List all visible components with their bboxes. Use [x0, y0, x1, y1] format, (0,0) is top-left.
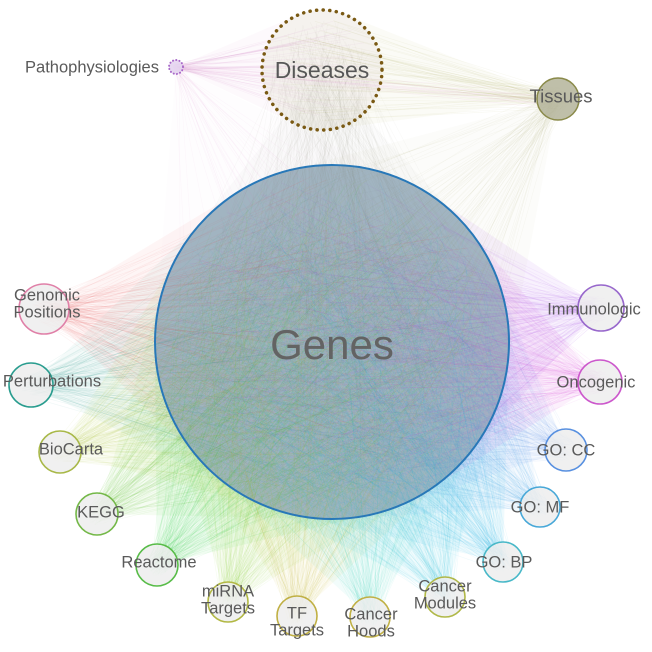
edge-bundle-cancer-modules-genes — [166, 177, 498, 608]
node-go-mf[interactable] — [519, 486, 561, 528]
node-oncogenic[interactable] — [577, 359, 623, 405]
edge-bundle-immunologic-genes — [174, 182, 614, 509]
node-cancer-modules[interactable] — [424, 576, 466, 618]
node-layer — [8, 8, 625, 638]
edge-bundle-oncogenic-genes — [169, 192, 612, 500]
node-fill-layer — [155, 10, 509, 519]
edge-wash-layer — [31, 10, 601, 617]
edge-line-layer — [20, 20, 614, 628]
node-reactome[interactable] — [135, 543, 179, 587]
node-perturbations[interactable] — [8, 362, 54, 408]
edge-bundle-cancer-hoods-genes — [177, 188, 484, 628]
edge-bundle-tissues-genes — [174, 88, 569, 499]
edge-bundle-perturbations-genes — [20, 177, 491, 506]
edge-bundle-biocarta-genes — [48, 179, 498, 503]
edge-bundle-go-bp-genes — [165, 182, 514, 573]
node-genomic-positions[interactable] — [18, 283, 70, 335]
edge-bundle-pathophysiologies-genes — [172, 63, 477, 506]
edge-bundle-go-mf-genes — [175, 188, 551, 518]
edge-bundle-genes-genes — [166, 174, 498, 507]
edge-bundle-diseases-genes — [165, 20, 498, 502]
node-mirna-targets[interactable] — [207, 581, 249, 623]
edge-bundle-reactome-genes — [145, 182, 476, 577]
edge-bundle-go-cc-genes — [164, 179, 578, 507]
edge-bundle-kegg-genes — [85, 180, 490, 526]
node-go-bp[interactable] — [482, 541, 524, 583]
node-pathophysiologies[interactable] — [168, 59, 184, 75]
node-cancer-hoods[interactable] — [349, 596, 391, 638]
edge-bundle-mirna-targets-genes — [167, 184, 498, 613]
edge-bundle-tissues-diseases — [277, 20, 569, 121]
node-biocarta[interactable] — [38, 430, 82, 474]
node-tissues[interactable] — [536, 77, 580, 121]
edge-bundle-pathophysiologies-tissues — [172, 63, 569, 110]
node-genes[interactable] — [154, 164, 510, 520]
node-immunologic[interactable] — [577, 284, 625, 332]
node-diseases[interactable] — [260, 8, 384, 132]
node-go-cc[interactable] — [544, 428, 588, 472]
edge-bundle-pathophysiologies-diseases — [172, 20, 365, 117]
edge-bundle-genomic-positions-genes — [30, 175, 487, 507]
node-tf-targets[interactable] — [276, 595, 318, 637]
node-kegg[interactable] — [75, 492, 119, 536]
